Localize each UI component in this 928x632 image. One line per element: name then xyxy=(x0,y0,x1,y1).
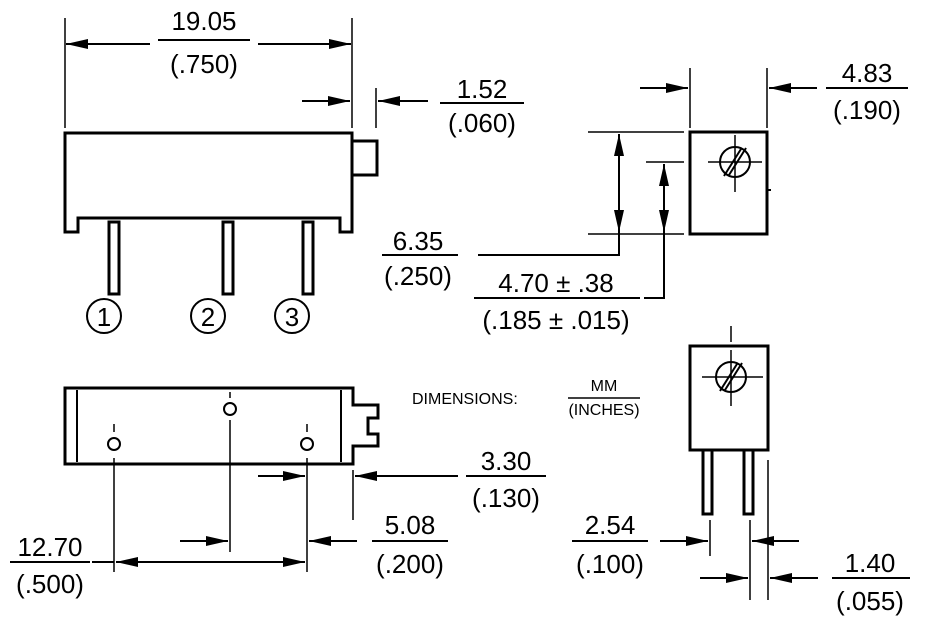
overall-length-dimension: 19.05 (.750) xyxy=(64,6,353,128)
side-view-body xyxy=(63,131,354,234)
pin-hole xyxy=(107,437,121,451)
height-in: (.250) xyxy=(384,261,452,291)
end-view xyxy=(688,130,771,236)
overall-length-mm: 19.05 xyxy=(171,6,236,36)
leader-line xyxy=(478,232,620,256)
side-view-knob xyxy=(350,139,379,177)
screw-slot xyxy=(719,363,738,392)
height-dimension: 6.35 (.250) xyxy=(382,131,684,291)
pin-2-label: 2 xyxy=(201,302,215,332)
pin-2-marker xyxy=(190,298,226,334)
knob-protrusion-in: (.060) xyxy=(448,108,516,138)
bottom-view-body xyxy=(63,386,380,466)
row-pitch-mm: 2.54 xyxy=(585,510,636,540)
width-dimension: 4.83 (.190) xyxy=(640,58,908,128)
legend-label: DIMENSIONS: xyxy=(412,391,518,408)
knob-protrusion-dimension: 1.52 (.060) xyxy=(302,74,524,138)
screw-slot xyxy=(723,148,742,177)
pin-3-label: 3 xyxy=(285,302,299,332)
width-mm: 4.83 xyxy=(842,58,893,88)
lead-view-body xyxy=(688,344,770,452)
legend-inches: (INCHES) xyxy=(568,402,639,419)
pin-1-label: 1 xyxy=(97,302,111,332)
row-pitch-dimension: 2.54 (.100) xyxy=(572,510,799,579)
leader-line xyxy=(644,232,665,299)
pin-pitch-in: (.200) xyxy=(376,549,444,579)
pin-offset-in: (.055) xyxy=(836,586,904,616)
knob-offset-mm: 3.30 xyxy=(481,446,532,476)
pin-span-dimension: 12.70 (.500) xyxy=(10,458,305,599)
screw-slot xyxy=(724,362,743,391)
width-in: (.190) xyxy=(833,95,901,125)
bottom-view xyxy=(63,386,380,466)
legend-mm: MM xyxy=(591,378,618,395)
side-view: 1 2 3 xyxy=(63,131,379,334)
end-view-body xyxy=(688,130,769,236)
lead-front xyxy=(701,448,714,516)
adjust-screw-icon xyxy=(715,361,747,393)
pin-span-mm: 12.70 xyxy=(17,532,82,562)
pin-pitch-mm: 5.08 xyxy=(385,510,436,540)
row-pitch-in: (.100) xyxy=(576,549,644,579)
pin-offset-mm: 1.40 xyxy=(845,548,896,578)
adjust-height-in: (.185 ± .015) xyxy=(482,305,629,335)
pin-3-marker xyxy=(274,298,310,334)
pin-hole xyxy=(223,402,237,416)
pin-3-lead xyxy=(301,220,315,296)
knob-offset-dimension: 3.30 (.130) xyxy=(258,446,546,572)
pin-2-lead xyxy=(221,220,235,296)
adjust-height-dimension: 4.70 ± .38 (.185 ± .015) xyxy=(474,161,684,335)
overall-length-in: (.750) xyxy=(170,49,238,79)
lead-view xyxy=(688,326,770,516)
adjust-height-mm: 4.70 ± .38 xyxy=(498,268,613,298)
pin-span-in: (.500) xyxy=(16,569,84,599)
pin-offset-dimension: 1.40 (.055) xyxy=(700,460,910,616)
knob-protrusion-mm: 1.52 xyxy=(457,74,508,104)
lead-rear xyxy=(742,448,755,516)
knob-offset-in: (.130) xyxy=(472,483,540,513)
adjust-screw-icon xyxy=(719,146,751,178)
height-mm: 6.35 xyxy=(393,226,444,256)
screw-slot xyxy=(728,147,747,176)
units-legend: DIMENSIONS: MM (INCHES) xyxy=(412,378,640,419)
pin-pitch-dimension: 5.08 (.200) xyxy=(180,420,448,579)
pin-1-lead xyxy=(107,220,121,296)
pin-hole xyxy=(300,437,314,451)
pin-1-marker xyxy=(86,298,122,334)
